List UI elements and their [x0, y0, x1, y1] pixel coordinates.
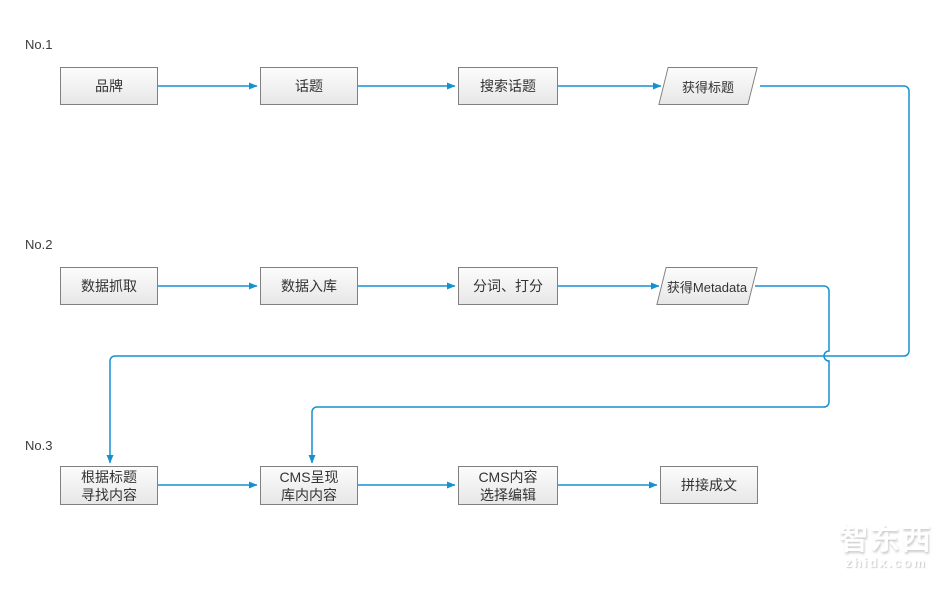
node-segment-score-label: 分词、打分 — [473, 278, 543, 294]
node-topic: 话题 — [260, 67, 358, 105]
node-cms-select-edit: CMS内容 选择编辑 — [458, 466, 558, 505]
node-find-content-by-title: 根据标题 寻找内容 — [60, 466, 158, 505]
route-metadata-to-cmspresent — [308, 285, 830, 464]
node-brand-label: 品牌 — [95, 78, 123, 94]
node-data-crawl: 数据抓取 — [60, 267, 158, 305]
node-cms-present-line1: CMS呈现 — [279, 468, 339, 485]
node-find-content-line1: 根据标题 — [81, 468, 137, 485]
watermark: 智东西 zhidx.com — [834, 524, 938, 570]
node-get-title-label: 获得标题 — [681, 79, 734, 95]
node-data-crawl-label: 数据抓取 — [81, 278, 137, 294]
node-find-content-line2: 寻找内容 — [81, 486, 137, 503]
row-label-3: No.3 — [25, 438, 53, 453]
node-brand: 品牌 — [60, 67, 158, 105]
node-topic-label: 话题 — [295, 78, 323, 94]
node-cms-select-line2: 选择编辑 — [480, 486, 536, 503]
route-gettitle-to-find — [106, 85, 910, 464]
node-get-metadata-label: 获得Metadata — [666, 279, 748, 295]
node-get-metadata: 获得Metadata — [655, 267, 759, 305]
node-cms-present: CMS呈现 库内内容 — [260, 466, 358, 505]
row-label-2: No.2 — [25, 237, 53, 252]
node-segment-score: 分词、打分 — [458, 267, 558, 305]
node-search-topic-label: 搜索话题 — [480, 78, 536, 94]
node-data-import: 数据入库 — [260, 267, 358, 305]
watermark-logo-text: 智东西 — [839, 524, 933, 556]
watermark-domain-text: zhidx.com — [845, 555, 927, 570]
node-search-topic: 搜索话题 — [458, 67, 558, 105]
node-get-title: 获得标题 — [657, 67, 759, 105]
node-cms-select-line1: CMS内容 — [478, 468, 538, 485]
node-data-import-label: 数据入库 — [281, 278, 337, 294]
node-merge-article-label: 拼接成文 — [681, 477, 737, 493]
row-label-1: No.1 — [25, 37, 53, 52]
node-merge-article: 拼接成文 — [660, 466, 758, 504]
node-cms-present-line2: 库内内容 — [281, 486, 337, 503]
